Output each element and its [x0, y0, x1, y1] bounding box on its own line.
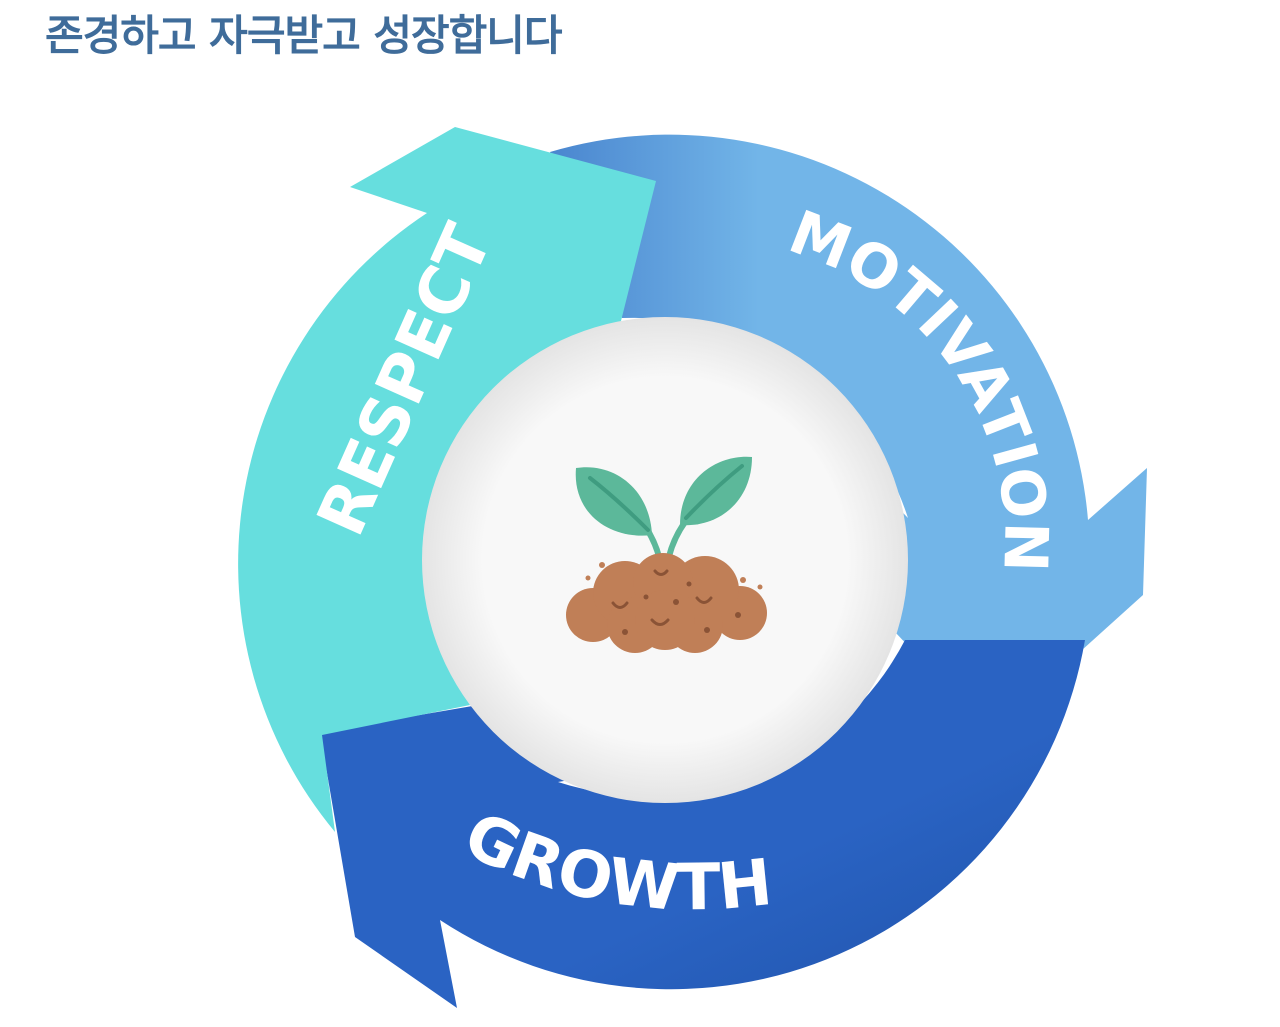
sprout-in-soil-icon: [566, 456, 767, 653]
motivation-arrow: [550, 134, 1147, 733]
page-title: 존경하고 자극받고 성장합니다: [45, 11, 563, 60]
